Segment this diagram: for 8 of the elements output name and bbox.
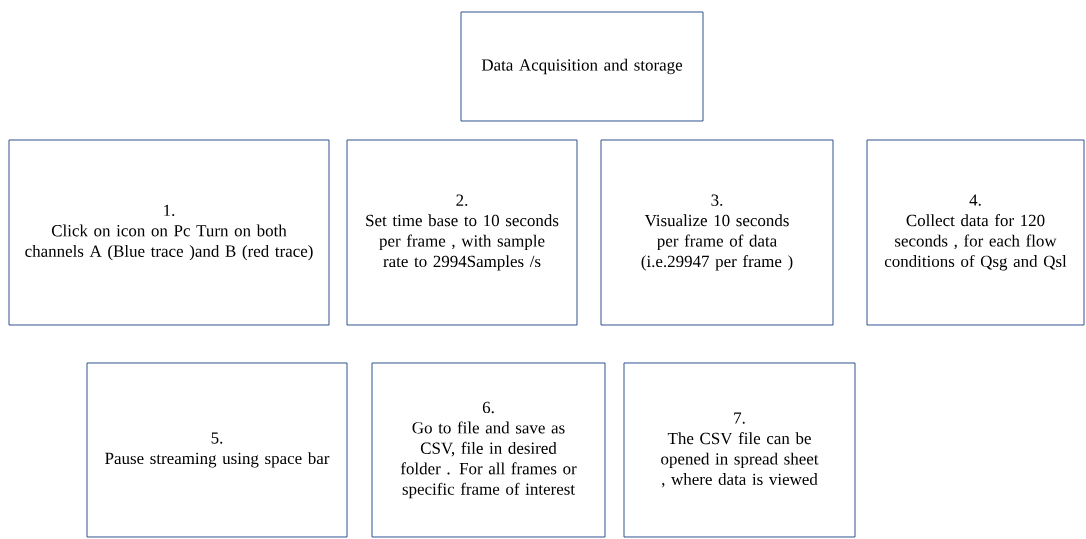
- step-box: 4. Collect data for 120 seconds , for each flow conditions of Qsg and Qsl: [866, 139, 1085, 326]
- step-box: 2. Set time base to 10 seconds per frame , with sample rate to 2994Samples /s: [346, 139, 578, 326]
- step-box: 5. Pause streaming using space bar: [86, 362, 348, 538]
- title-box: Data Acquisition and storage: [460, 11, 704, 122]
- step-box: 7. The CSV file can be opened in spread sheet , where data is viewed: [623, 362, 856, 538]
- step-box: 6. Go to file and save as CSV, file in desired folder . For all frames or specific frame of interest: [371, 362, 606, 538]
- step-box: 3. Visualize 10 seconds per frame of data (i.e.29947 per frame ): [600, 139, 834, 326]
- step-box: 1. Click on icon on Pc Turn on both channels A (Blue trace )and B (red trace): [8, 139, 330, 326]
